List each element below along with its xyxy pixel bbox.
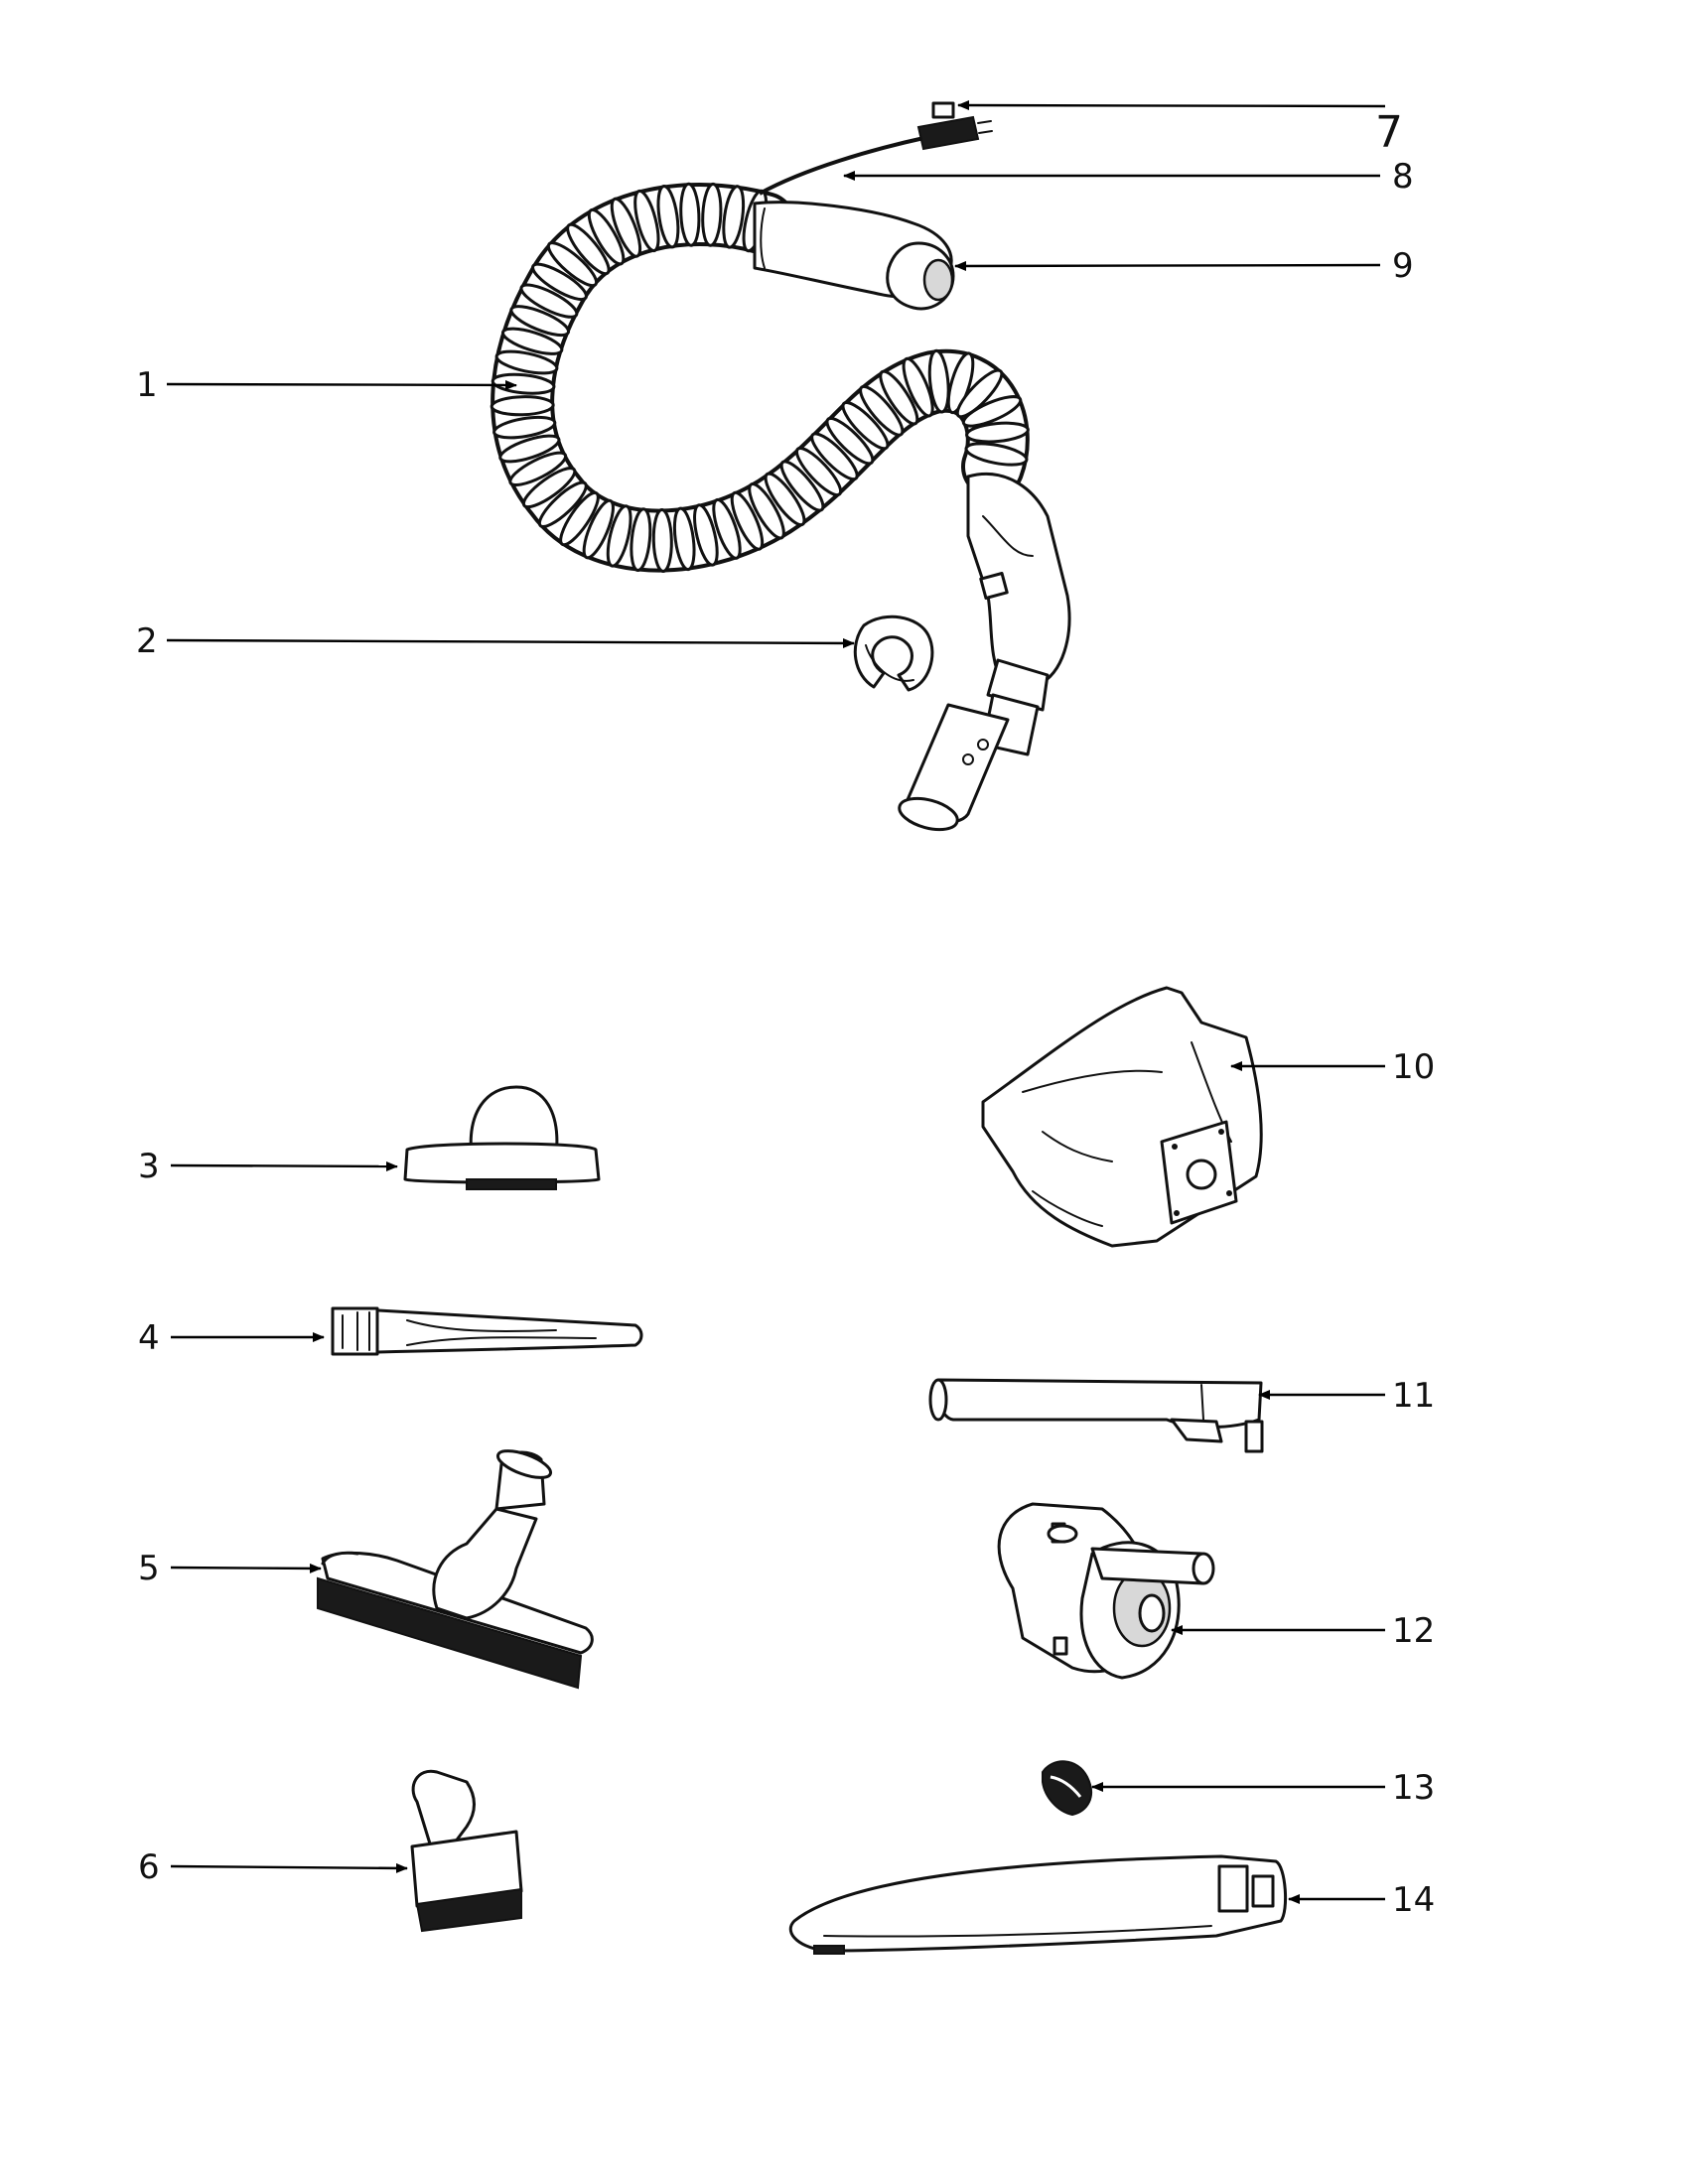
- hose-corrugation-ring: [537, 480, 588, 528]
- hose-corrugation-ring: [651, 508, 673, 574]
- callout-2: 2: [136, 621, 158, 661]
- hose-corrugation-ring: [508, 451, 568, 487]
- hose-corrugation-ring: [531, 262, 588, 302]
- hose-corrugation-ring: [946, 351, 975, 415]
- hose-corrugation-ring: [498, 434, 561, 464]
- hose-corrugation-ring: [810, 432, 859, 481]
- hose-corrugation-ring: [559, 490, 600, 547]
- callout-14: 14: [1392, 1880, 1435, 1920]
- hose-corrugation-ring: [859, 384, 905, 437]
- callout-1: 1: [136, 365, 158, 405]
- hose-corrugation-ring: [582, 498, 615, 560]
- part-3-upholstery-tool: [403, 1085, 601, 1190]
- callout-3: 3: [138, 1147, 160, 1186]
- leader-2: [166, 637, 855, 648]
- part-1-hose: [490, 182, 1030, 574]
- part-12-turbo-unit: [997, 1502, 1215, 1680]
- callout-7: 7: [1375, 107, 1403, 158]
- hose-corrugation-ring: [509, 305, 571, 338]
- callout-4: 4: [138, 1318, 160, 1358]
- hose-corrugation-ring: [879, 369, 919, 426]
- hose-corrugation-ring: [779, 460, 825, 512]
- hose-corrugation-ring: [902, 356, 934, 418]
- part-8-cord: [759, 135, 929, 196]
- hose-corrugation-ring: [701, 182, 723, 247]
- callout-labels: 1 2 3 4 5 6 7 8 9 10 11 12 13 14: [136, 107, 1435, 1920]
- hose-corrugation-ring: [546, 241, 599, 288]
- hose-corrugation-ring: [672, 506, 696, 572]
- callout-12: 12: [1392, 1611, 1435, 1651]
- part-9-hose-handle: [753, 201, 955, 311]
- hose-corrugation-ring: [587, 207, 626, 266]
- hose-corrugation-ring: [679, 182, 701, 247]
- callout-6: 6: [138, 1847, 160, 1887]
- hose-corrugation-ring: [630, 507, 652, 573]
- hose-corrugation-ring: [841, 400, 890, 451]
- hose-corrugation-ring: [955, 368, 1004, 419]
- part-1-hose-wand: [898, 472, 1071, 832]
- hose-corrugation-ring: [500, 327, 564, 355]
- hose-corrugation-ring: [730, 490, 765, 551]
- hose-corrugation-ring: [656, 185, 680, 249]
- hose-corrugation-ring: [693, 503, 719, 567]
- leader-7: [957, 100, 1386, 111]
- part-14-nozzle: [788, 1854, 1287, 1955]
- hose-corrugation-ring: [825, 416, 875, 466]
- leader-5: [170, 1563, 322, 1573]
- hose-corrugation-ring: [492, 415, 557, 440]
- callout-5: 5: [138, 1549, 160, 1588]
- callout-10: 10: [1392, 1047, 1435, 1087]
- callout-8: 8: [1392, 157, 1414, 197]
- hose-corrugation-ring: [964, 442, 1029, 467]
- part-6-dusting-brush: [410, 1769, 523, 1933]
- hose-corrugation-ring: [633, 189, 660, 253]
- hose-corrugation-ring: [519, 283, 579, 319]
- part-11-extension-wand: [928, 1378, 1264, 1453]
- part-4-crevice-tool: [331, 1306, 643, 1356]
- leader-9: [954, 260, 1381, 271]
- callout-13: 13: [1392, 1768, 1435, 1808]
- hose-corrugation-ring: [521, 467, 577, 509]
- hose-corrugation-ring: [961, 395, 1023, 428]
- hose-corrugation-ring: [965, 421, 1030, 444]
- hose-corrugation-ring: [927, 348, 950, 414]
- hose-corrugation-ring: [722, 185, 746, 249]
- part-5-floor-brush: [317, 1449, 594, 1690]
- callout-9: 9: [1392, 246, 1414, 286]
- hose-corrugation-ring: [610, 197, 642, 258]
- leader-3: [170, 1160, 398, 1171]
- hose-corrugation-ring: [606, 504, 632, 568]
- leader-6: [170, 1862, 408, 1873]
- callout-11: 11: [1392, 1376, 1435, 1416]
- hose-corrugation-ring: [490, 395, 555, 417]
- hose-corrugation-ring: [748, 482, 785, 540]
- part-10-dust-bag: [981, 986, 1263, 1248]
- part-13-clip: [1042, 1760, 1092, 1817]
- hose-corrugation-ring: [494, 349, 559, 375]
- part-7-plug: [916, 101, 993, 151]
- hose-corrugation-ring: [566, 222, 611, 276]
- hose-corrugation-ring: [712, 497, 742, 560]
- hose-corrugation-ring: [794, 446, 843, 497]
- leader-1: [166, 379, 517, 390]
- hose-corrugation-ring: [764, 472, 806, 527]
- part-2-hose-clip: [853, 614, 934, 692]
- leader-lines: [166, 100, 1386, 1904]
